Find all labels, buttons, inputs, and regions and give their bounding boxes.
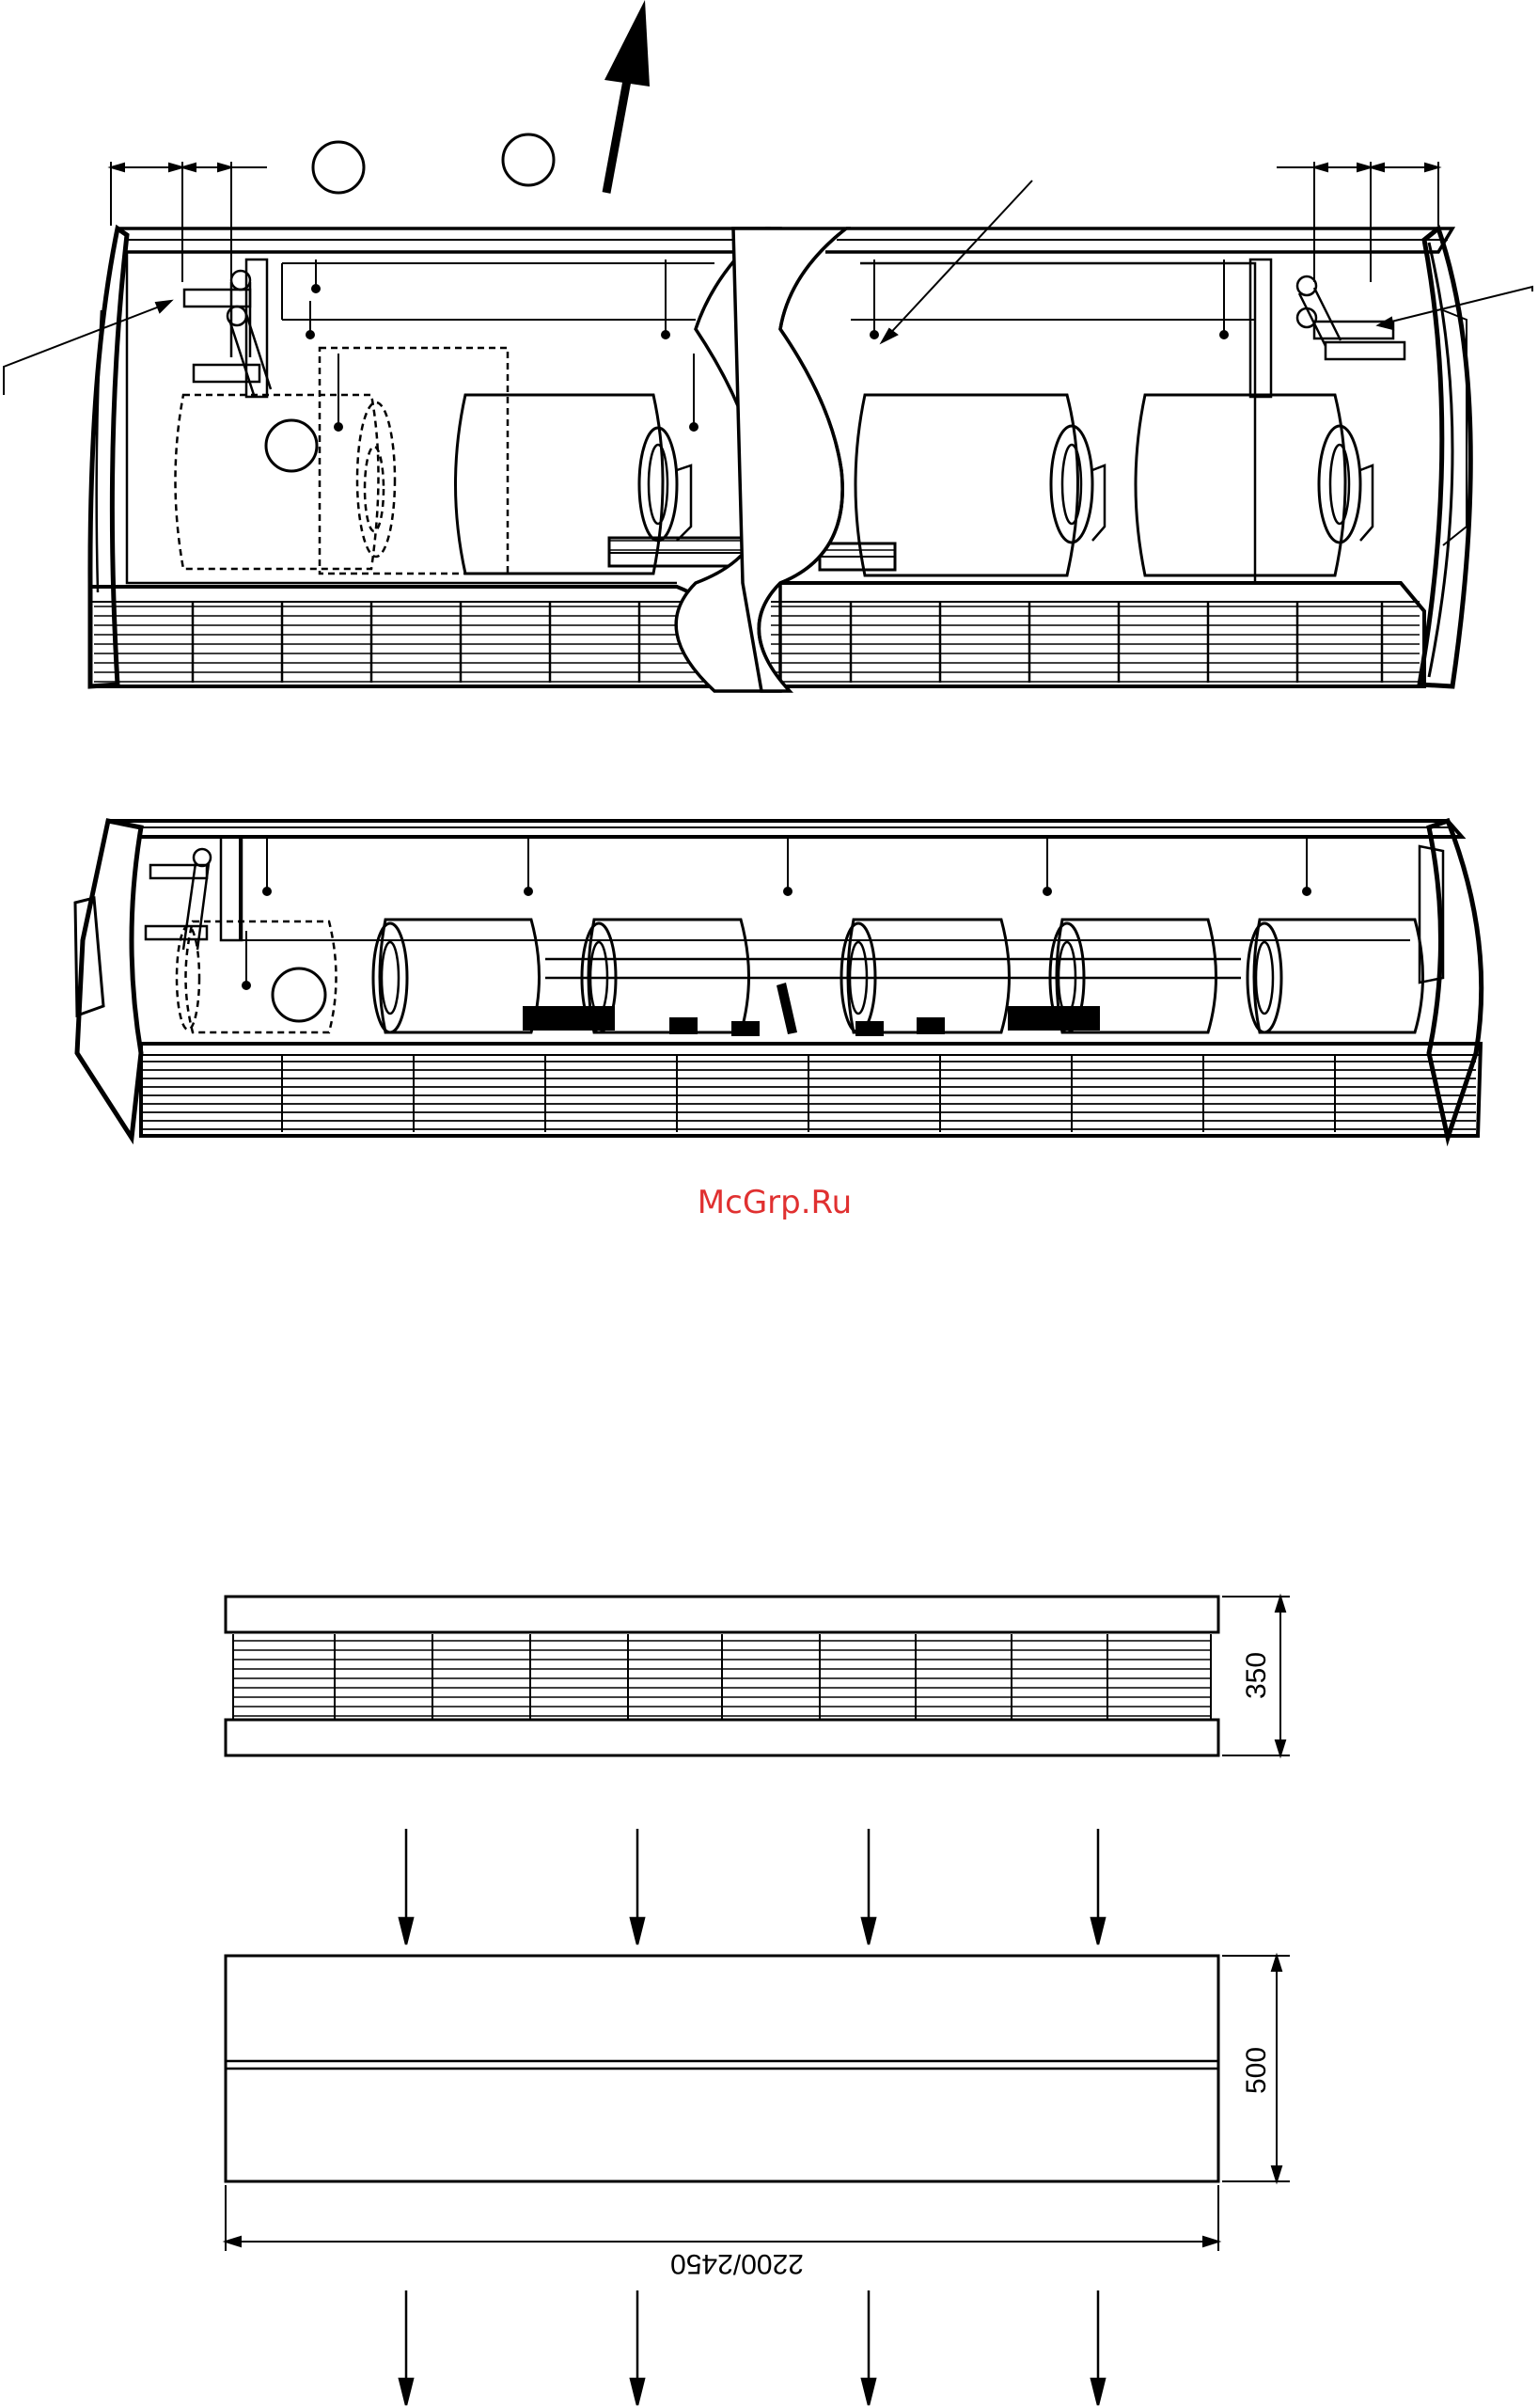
unit-top-right-half [733, 228, 1470, 691]
dimension-left-top [111, 162, 267, 282]
dimension-length-label: 2200/2450 [670, 2248, 804, 2279]
dimension-height-label: 350 [1241, 1652, 1272, 1699]
unit-top-isometric [4, 0, 1532, 691]
callout-circle [503, 134, 554, 185]
callout-circle [266, 420, 317, 471]
airflow-arrows-top [400, 1829, 1105, 1944]
dimension-right-top [1277, 162, 1438, 282]
callout-circle [273, 968, 325, 1021]
front-view: 350 [226, 1597, 1290, 1755]
watermark: McGrp.Ru [698, 1184, 852, 1221]
callout-circle [313, 142, 364, 193]
dimension-depth-label: 500 [1241, 2047, 1272, 2094]
airflow-arrows-bottom [400, 2290, 1105, 2405]
unit-middle-isometric [75, 821, 1482, 1138]
unit-top-left-half [90, 228, 780, 691]
dimension-length [226, 2185, 1218, 2251]
top-view: 500 2200/2450 [226, 1956, 1290, 2279]
airflow-arrow [604, 0, 650, 193]
